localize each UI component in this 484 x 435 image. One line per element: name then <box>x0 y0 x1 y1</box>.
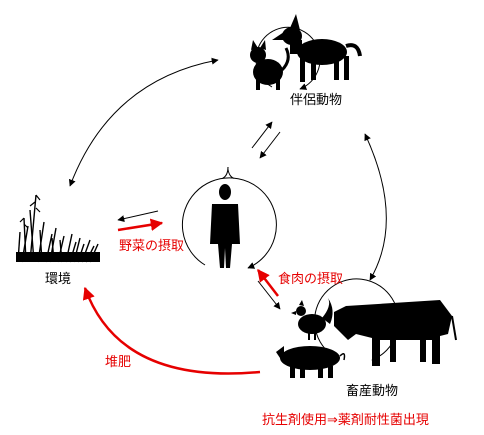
arc-pet-environment <box>68 57 219 187</box>
arrow-livestock-to-human-red <box>257 269 279 297</box>
dog-silhouette-icon <box>272 14 362 82</box>
pig-silhouette-icon <box>276 346 346 378</box>
arrow-compost-red <box>82 286 261 375</box>
loop-human <box>181 177 277 269</box>
edge-label-compost: 堆肥 <box>105 355 131 370</box>
node-label-livestock: 畜産動物 <box>346 383 398 399</box>
arc-pet-livestock <box>364 133 387 281</box>
footnote-text: 抗生剤使用⇒薬剤耐性菌出現 <box>262 412 429 428</box>
grass-base <box>16 252 100 262</box>
arrow-human-to-livestock <box>257 280 281 310</box>
grass-plants-icon <box>17 194 99 263</box>
cat-silhouette-icon <box>250 40 290 90</box>
cow-silhouette-icon <box>334 300 457 366</box>
arrow-pet-to-human <box>259 131 281 159</box>
node-label-environment: 環境 <box>45 272 71 287</box>
person-silhouette-icon <box>210 184 240 268</box>
arrow-human-to-environment <box>117 210 159 223</box>
rooster-silhouette-icon <box>291 298 333 340</box>
edge-label-vegetable-intake: 野菜の摂取 <box>119 238 184 254</box>
arrow-human-to-pet <box>251 121 273 149</box>
node-label-pet: 伴侶動物 <box>290 93 342 108</box>
edge-label-meat-intake: 食肉の摂取 <box>278 271 343 287</box>
arrow-environment-to-human-red <box>117 218 164 232</box>
node-label-human: 人 <box>221 167 234 182</box>
